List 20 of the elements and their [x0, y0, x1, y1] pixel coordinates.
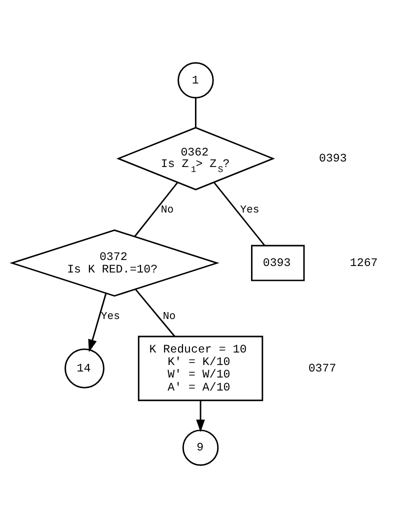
node-box: K Reducer = 10 K' = K/10 W' = W/10 A' = A/10	[138, 335, 264, 401]
node-circle: 9	[182, 429, 219, 466]
connector	[134, 288, 176, 336]
label: 0393	[318, 152, 347, 166]
edge-label: No	[160, 204, 174, 216]
connector	[213, 181, 266, 246]
edge-label: Yes	[240, 204, 260, 216]
connector	[134, 182, 178, 237]
edge-label: No	[162, 310, 176, 322]
node-box: 0393	[251, 244, 305, 281]
arrow	[88, 292, 107, 352]
connector	[194, 97, 196, 128]
label: 0377	[308, 362, 336, 375]
edge-label: Yes	[100, 310, 120, 322]
node-diamond: 0362 Is Z$_{1}$> Z$_{S}$?	[116, 126, 275, 190]
arrow	[196, 400, 205, 432]
label: 1267	[350, 256, 378, 270]
node-circle: 14	[64, 348, 104, 388]
node-circle: 1	[178, 62, 214, 98]
node-diamond: 0372 Is K RED.=10?	[10, 228, 220, 296]
